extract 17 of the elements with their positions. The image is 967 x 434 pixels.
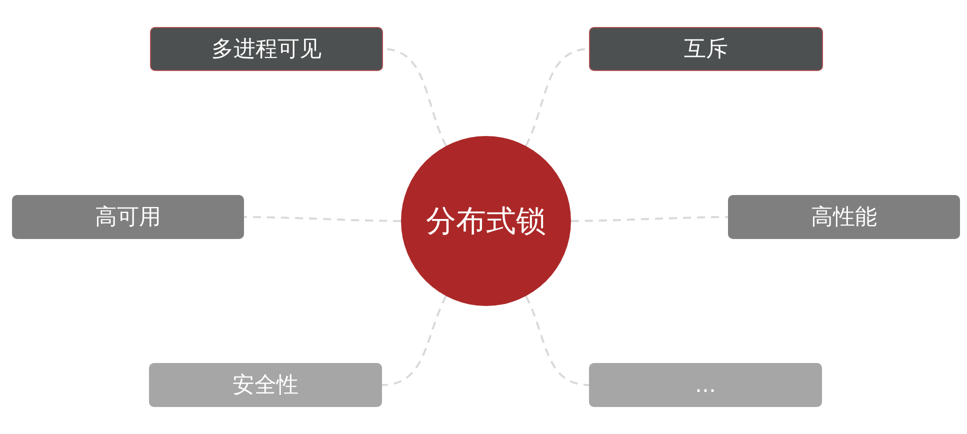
topic-label: 互斥 bbox=[684, 36, 728, 64]
connector-line bbox=[525, 296, 590, 386]
central-label: 分布式锁 bbox=[426, 202, 546, 240]
topic-label: 安全性 bbox=[232, 372, 298, 400]
topic-box bbox=[728, 195, 960, 239]
topic-box bbox=[12, 195, 244, 239]
topic-label: 高可用 bbox=[95, 204, 161, 232]
topic-box bbox=[589, 363, 822, 407]
connector-line bbox=[382, 296, 447, 386]
topic-label: 高性能 bbox=[811, 204, 877, 232]
topic-box bbox=[149, 363, 382, 407]
topic-box bbox=[150, 27, 383, 71]
topic-label: ... bbox=[695, 372, 716, 398]
topic-label: 多进程可见 bbox=[212, 36, 322, 64]
connector-line bbox=[244, 216, 401, 222]
connector-line bbox=[571, 216, 728, 222]
topic-box bbox=[589, 27, 823, 71]
